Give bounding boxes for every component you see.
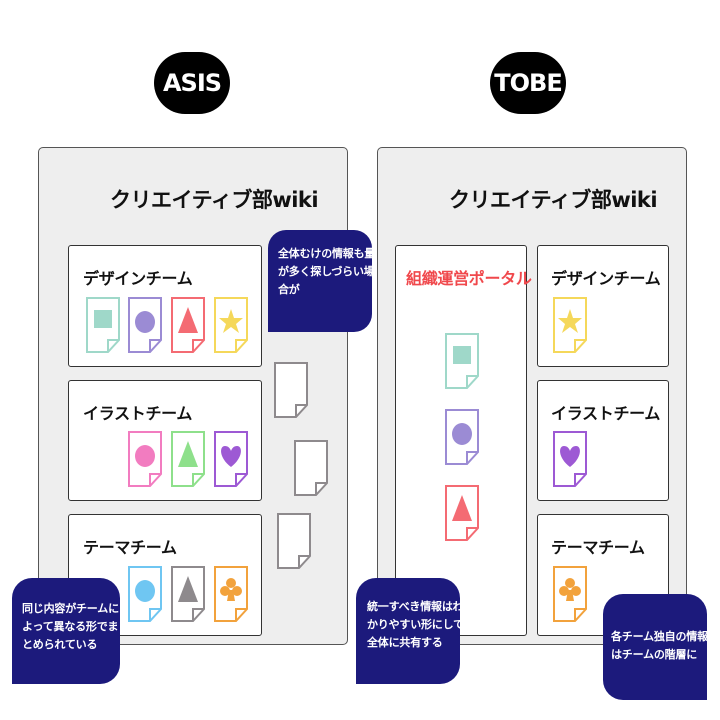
triangle-doc-icon[interactable] [171,297,205,353]
triangle-doc-icon[interactable] [171,566,205,622]
asis-theme-team-label: テーマチーム [83,538,177,557]
bubble-line: 統一すべき情報はわ [367,600,464,613]
asis-illust-team-label: イラストチーム [83,404,193,423]
bubble-line: が多く探しづらい場 [278,265,375,278]
circle-doc-icon[interactable] [128,566,162,622]
bubble-line: 各チーム独自の情報 [611,630,708,643]
asis-design-team-label: デザインチーム [83,269,193,288]
club-doc-icon[interactable] [214,566,248,622]
circle-doc-icon[interactable] [128,431,162,487]
tobe-note-bubble-left: 統一すべき情報はわ かりやすい形にして 全体に共有する [356,578,464,684]
heart-doc-icon[interactable] [214,431,248,487]
bubble-line: 同じ内容がチームに [22,602,119,615]
asis-note-bubble-right: 全体むけの情報も量 が多く探しづらい場 合が [268,230,376,332]
asis-panel-title: クリエイティブ部wiki [110,188,319,212]
tobe-illust-team-label: イラストチーム [551,404,661,423]
bubble-line: 全体むけの情報も量 [278,247,376,260]
triangle-doc-icon[interactable] [445,485,479,541]
blank-doc-icon[interactable] [274,362,308,418]
blank-doc-icon[interactable] [294,440,328,496]
bubble-line: 合が [278,283,300,296]
square-doc-icon[interactable] [86,297,120,353]
blank-doc-icon[interactable] [277,513,311,569]
bubble-line: かりやすい形にして [367,618,464,631]
bubble-line: よって異なる形でま [22,620,119,633]
tobe-panel-title: クリエイティブ部wiki [449,188,658,212]
bubble-line: 全体に共有する [367,636,443,649]
star-doc-icon[interactable] [553,297,587,353]
tobe-design-team-label: デザインチーム [551,269,661,288]
circle-doc-icon[interactable] [128,297,162,353]
tobe-tag: TOBE [490,52,566,114]
club-doc-icon[interactable] [553,566,587,622]
bubble-line: はチームの階層に [611,648,698,661]
heart-doc-icon[interactable] [553,431,587,487]
asis-note-bubble-left: 同じ内容がチームに よって異なる形でま とめられている [12,578,120,684]
tobe-note-bubble-right: 各チーム独自の情報 はチームの階層に [603,594,708,700]
triangle-doc-icon[interactable] [171,431,205,487]
bubble-line: とめられている [22,638,98,651]
tobe-portal-label: 組織運営ポータル [406,269,532,288]
asis-tag: ASIS [154,52,230,114]
square-doc-icon[interactable] [445,333,479,389]
tobe-theme-team-label: テーマチーム [551,538,645,557]
circle-doc-icon[interactable] [445,409,479,465]
star-doc-icon[interactable] [214,297,248,353]
